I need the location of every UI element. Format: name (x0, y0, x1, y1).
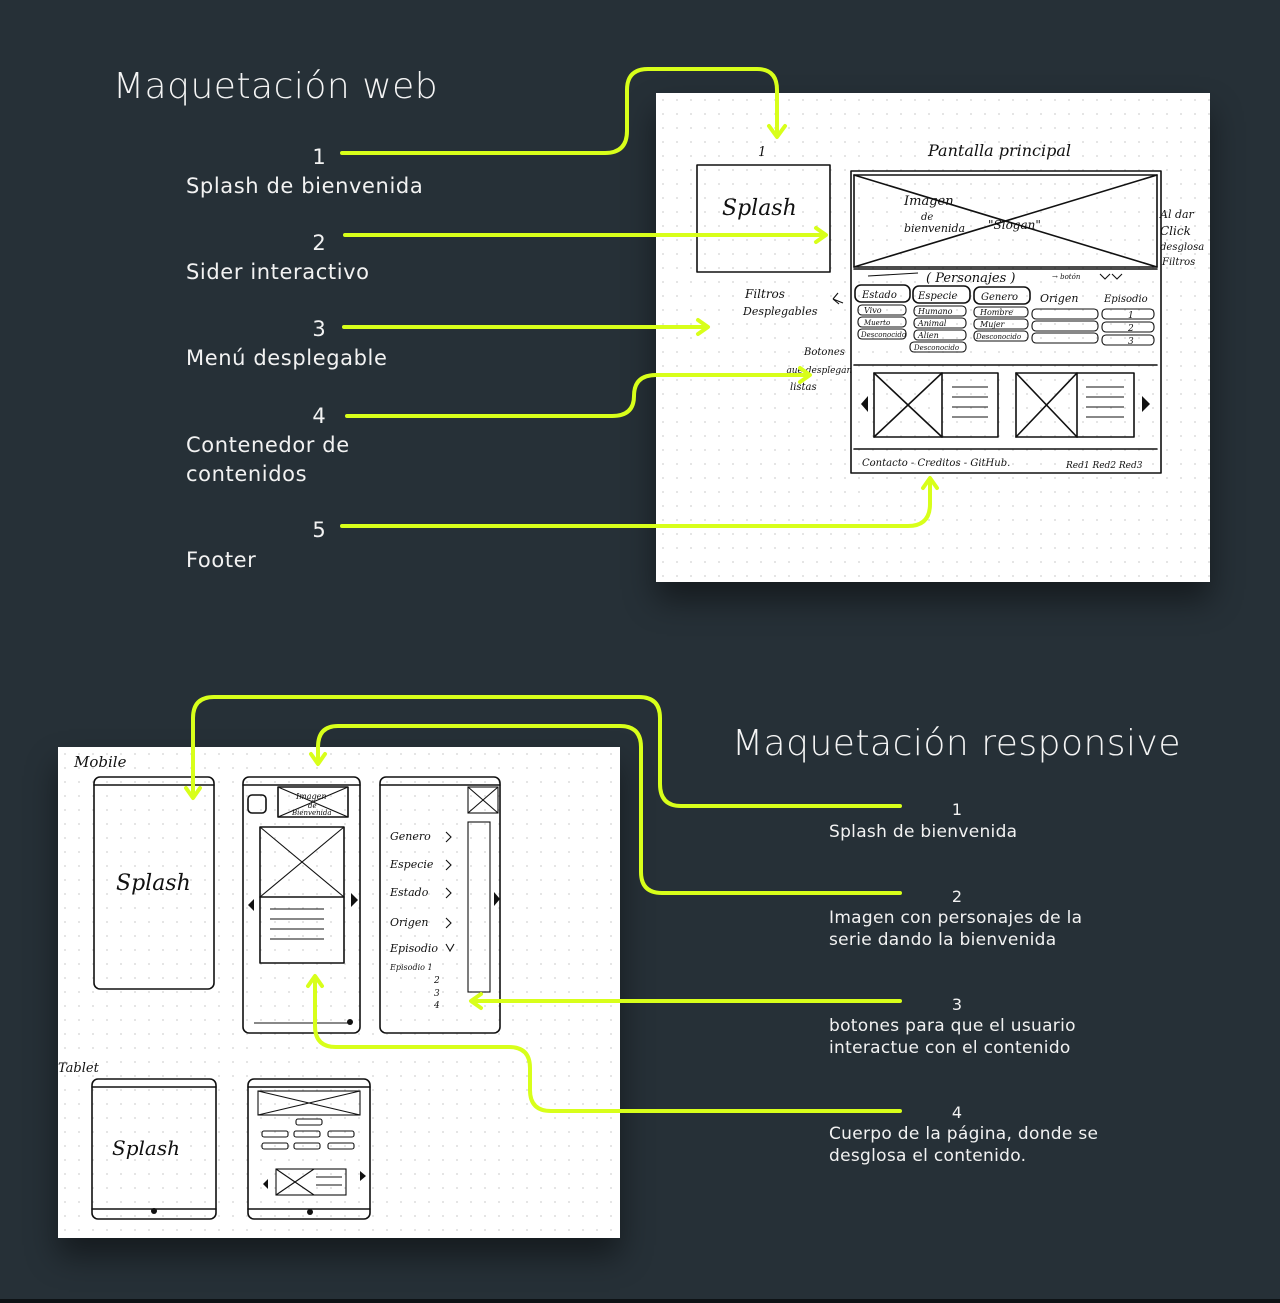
sketch-filter-estado: Estado (861, 290, 897, 301)
sketch-buttons-note-3: listas (790, 382, 817, 393)
svg-text:Muerto: Muerto (863, 319, 890, 327)
sketch-mobile-label: Mobile (73, 753, 127, 771)
svg-text:Desconocido: Desconocido (975, 333, 1021, 341)
sketch-note-click-4: Filtros (1161, 257, 1195, 268)
sketch-filter-origen: Origen (1040, 292, 1078, 305)
svg-text:Episodio: Episodio (389, 942, 438, 955)
sketch-phone-menu (379, 776, 501, 1034)
sketch-tablet-label: Tablet (58, 1061, 100, 1076)
web-item-1-label: Splash de bienvenida (186, 174, 424, 198)
svg-text:Imagen: Imagen (295, 792, 327, 801)
sketch-tab-bar: ( Personajes ) (926, 271, 1016, 286)
sketch-filter-episodio: Episodio (1103, 294, 1148, 305)
svg-text:2: 2 (433, 976, 440, 986)
svg-text:1: 1 (1128, 311, 1134, 321)
web-item-1-number: 1 (312, 145, 326, 169)
sketch-tablet-splash (91, 1078, 217, 1220)
svg-text:Estado: Estado (389, 886, 429, 899)
responsive-item-4-label: Cuerpo de la página, donde se desglosa e… (829, 1124, 1099, 1166)
responsive-wireframe-sketch: Mobile Splash Imagen de Bienvenida (58, 747, 620, 1238)
sketch-note-click-3: desglosa (1160, 242, 1204, 253)
responsive-item-2-label: Imagen con personajes de la serie dando … (829, 908, 1083, 950)
sketch-splash-box (696, 164, 831, 273)
sketch-tab-button: → botón (1052, 273, 1081, 281)
svg-text:3: 3 (434, 989, 440, 999)
svg-text:Vivo: Vivo (864, 306, 882, 315)
svg-text:Alien: Alien (917, 331, 939, 340)
responsive-item-1-label: Splash de bienvenida (829, 822, 1018, 842)
responsive-item-1-number: 1 (951, 800, 963, 819)
sketch-buttons-note-2: que desplegan (786, 366, 853, 376)
web-section-title: Maquetación web (113, 66, 439, 107)
sketch-note-click-1: Al dar (1159, 208, 1195, 221)
responsive-item-3-number: 3 (951, 995, 963, 1014)
svg-text:Origen: Origen (390, 916, 428, 929)
sketch-note-click-2: Click (1160, 224, 1191, 238)
svg-text:Episodio 1: Episodio 1 (389, 963, 433, 972)
sketch-screen-number: 1 (758, 145, 766, 160)
svg-text:Animal: Animal (917, 319, 947, 328)
svg-text:Desconocido: Desconocido (860, 331, 906, 339)
web-item-5-label: Footer (186, 548, 257, 572)
web-item-4-number: 4 (312, 404, 326, 428)
responsive-section-title: Maquetación responsive (732, 723, 1182, 764)
sketch-filter-genero: Genero (981, 292, 1018, 303)
svg-text:4: 4 (433, 1001, 440, 1011)
sketch-hero-box (853, 174, 1158, 268)
sketch-filters-note-1: Filtros (744, 287, 785, 301)
svg-text:Humano: Humano (917, 307, 953, 316)
bottom-divider (0, 1299, 1280, 1303)
web-item-5-number: 5 (312, 518, 326, 542)
svg-text:Splash: Splash (112, 1136, 180, 1160)
svg-text:Hombre: Hombre (979, 308, 1013, 317)
sketch-screen-title: Pantalla principal (927, 141, 1071, 160)
sketch-footer-links: Contacto - Creditos - GitHub. (862, 458, 1010, 469)
sketch-splash-text: Splash (722, 196, 797, 221)
web-item-4-label: Contenedor de contenidos (186, 433, 350, 486)
web-item-3-label: Menú desplegable (186, 346, 388, 370)
sketch-phone-splash (93, 776, 215, 990)
web-item-3-number: 3 (312, 317, 326, 341)
sketch-tablet-home (247, 1078, 371, 1220)
svg-text:Bienvenida: Bienvenida (291, 809, 332, 817)
responsive-item-4-number: 4 (951, 1103, 963, 1122)
web-item-2-label: Sider interactivo (186, 260, 370, 284)
sketch-footer-social: Red1 Red2 Red3 (1065, 461, 1143, 471)
responsive-item-3-label: botones para que el usuario interactue c… (829, 1016, 1076, 1058)
svg-text:Mujer: Mujer (979, 320, 1006, 329)
sketch-filters-note-2: Desplegables (742, 305, 818, 318)
web-item-2-number: 2 (312, 231, 326, 255)
web-wireframe-sketch: 1 Pantalla principal Splash Imagen de bi… (656, 93, 1210, 582)
responsive-item-2-number: 2 (951, 887, 963, 906)
sketch-filter-especie: Especie (917, 291, 958, 302)
sketch-hero-line3: bienvenida (904, 222, 965, 235)
svg-text:3: 3 (1128, 337, 1134, 347)
sketch-buttons-note-1: Botones (803, 347, 845, 358)
sketch-hero-line1: Imagen (903, 194, 954, 209)
sketch-phone-splash-text: Splash (116, 871, 191, 896)
sketch-main-frame (850, 170, 1162, 474)
sketch-hero-line2: de (921, 212, 933, 223)
svg-text:Desconocido: Desconocido (913, 344, 959, 352)
svg-text:Genero: Genero (390, 830, 431, 843)
sketch-hero-slogan: "Slogan" (988, 218, 1041, 232)
svg-text:2: 2 (1127, 324, 1134, 334)
svg-text:Especie: Especie (389, 858, 434, 871)
